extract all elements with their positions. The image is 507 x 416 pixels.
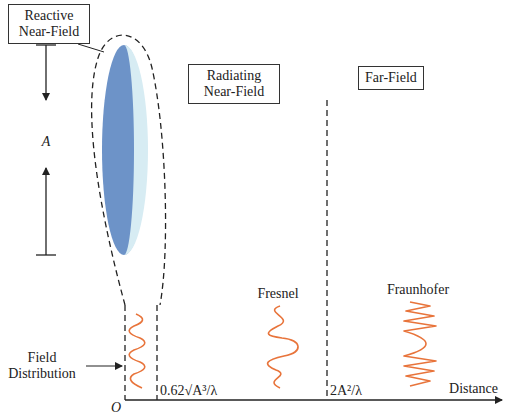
region-label: Radiating Near-Field [195,68,273,100]
region-label-box: Reactive Near-Field [8,4,90,44]
curve-label: Fraunhofer [387,282,449,298]
dim-arrow [45,45,46,100]
region-label: Far-Field [365,70,417,86]
region-label-box: Radiating Near-Field [188,64,280,104]
dim-arrow [45,168,46,255]
boundary-line [124,305,125,400]
boundary-line [156,305,157,400]
near-field-curve [129,314,145,388]
distance-threshold: 2A²/λ [330,383,362,399]
fraunhofer-curve [404,302,436,386]
annotation: Field Distribution [2,350,82,382]
region-label: Reactive Near-Field [15,8,83,40]
boundary-line [326,100,327,400]
pointer-arrow [86,365,122,366]
axis-label: Distance [449,381,498,397]
curve-label: Fresnel [257,286,298,302]
distance-axis [125,399,502,400]
near-field-boundary [92,35,166,305]
distance-threshold: 0.62√A³/λ [160,383,217,399]
origin-label: O [111,400,121,416]
leader-line [78,44,104,52]
fresnel-curve [268,306,298,388]
dish-front [124,45,148,255]
dimension-label: A [41,134,52,150]
region-label-box: Far-Field [358,66,424,90]
